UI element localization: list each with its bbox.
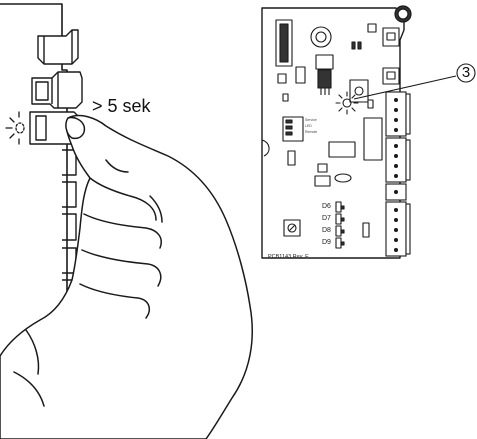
pressing-hand [0,114,253,439]
hold-duration-label: > 5 sek [92,96,151,116]
terminal-blocks [385,91,411,257]
led-blink-icon [5,111,25,145]
relay [363,117,383,161]
pcb-led-blink-icon [335,91,359,115]
callout-circle [456,63,476,83]
pcb-revision-label: PCB1143 Rev. E [268,254,309,260]
panel-button-top[interactable] [37,29,79,65]
mini-label-remote: Remote [305,130,318,134]
pcb-components [261,19,400,249]
led-label-d7: D7 [322,215,331,222]
regulator [315,54,334,70]
mini-label-led: LED [305,124,312,128]
mini-label-service: Service [305,118,317,122]
led-label-d8: D8 [322,227,331,234]
callout-number: 3 [461,64,471,81]
circuit-board [261,5,412,259]
callout-leader [353,75,457,100]
callout-3 [353,63,476,100]
panel-button-pressed[interactable] [29,111,79,145]
led-label-d6: D6 [322,203,331,210]
led-label-d9: D9 [322,239,331,246]
panel-button-middle[interactable] [31,71,83,109]
